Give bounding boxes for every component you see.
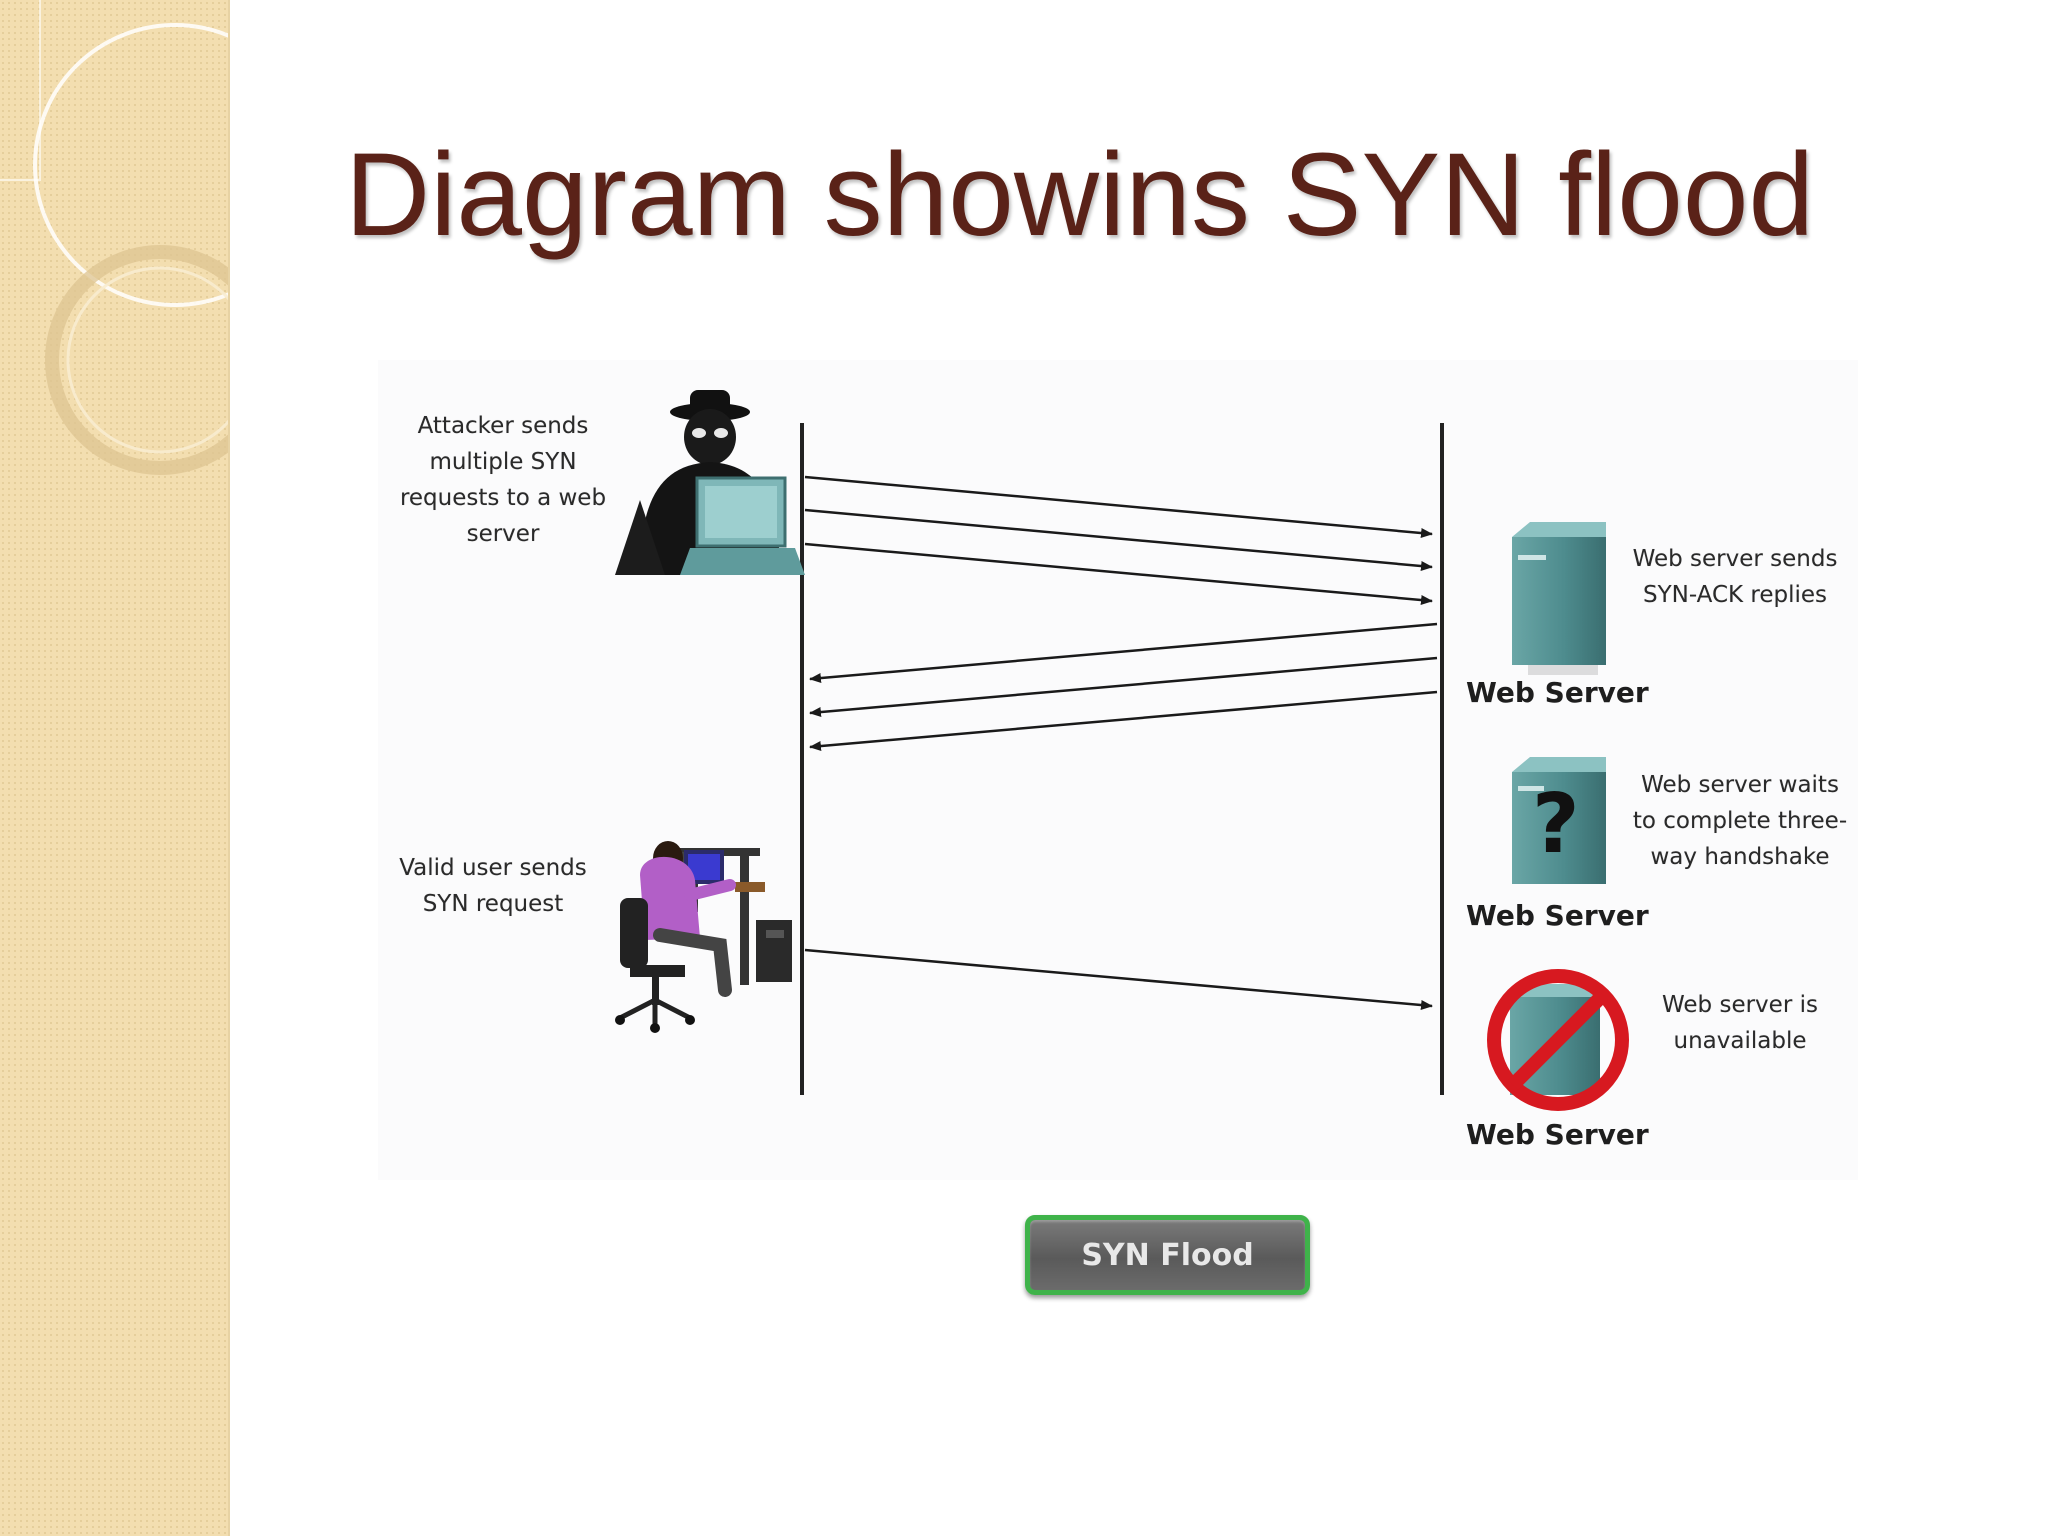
- server-2-caption: Web server waits to complete three- way …: [1615, 767, 1865, 875]
- syn-arrows: [805, 477, 1432, 601]
- server-3-caption: Web server is unavailable: [1620, 987, 1860, 1059]
- server-2-label: Web Server: [1466, 899, 1649, 932]
- valid-user-icon: [615, 841, 792, 1033]
- server-blocked-icon: [1494, 976, 1622, 1104]
- syn-ack-arrow: [810, 692, 1437, 747]
- server-1-caption: Web server sends SYN-ACK replies: [1610, 541, 1860, 613]
- syn-arrow: [805, 510, 1432, 567]
- valid-user-caption: Valid user sends SYN request: [383, 850, 603, 922]
- valid-syn-arrow: [805, 950, 1432, 1006]
- syn-arrow: [805, 477, 1432, 534]
- server-1-label: Web Server: [1466, 676, 1649, 709]
- attacker-icon: [615, 390, 805, 575]
- syn-ack-arrow: [810, 658, 1437, 713]
- syn-arrow: [805, 544, 1432, 601]
- question-mark: ?: [1532, 780, 1580, 870]
- syn-flood-button[interactable]: SYN Flood: [1025, 1215, 1310, 1295]
- syn-ack-arrow: [810, 624, 1437, 679]
- server-icon: [1512, 522, 1606, 675]
- server-3-label: Web Server: [1466, 1118, 1649, 1151]
- attacker-caption: Attacker sends multiple SYN requests to …: [388, 408, 618, 552]
- syn-ack-arrows: [810, 624, 1437, 747]
